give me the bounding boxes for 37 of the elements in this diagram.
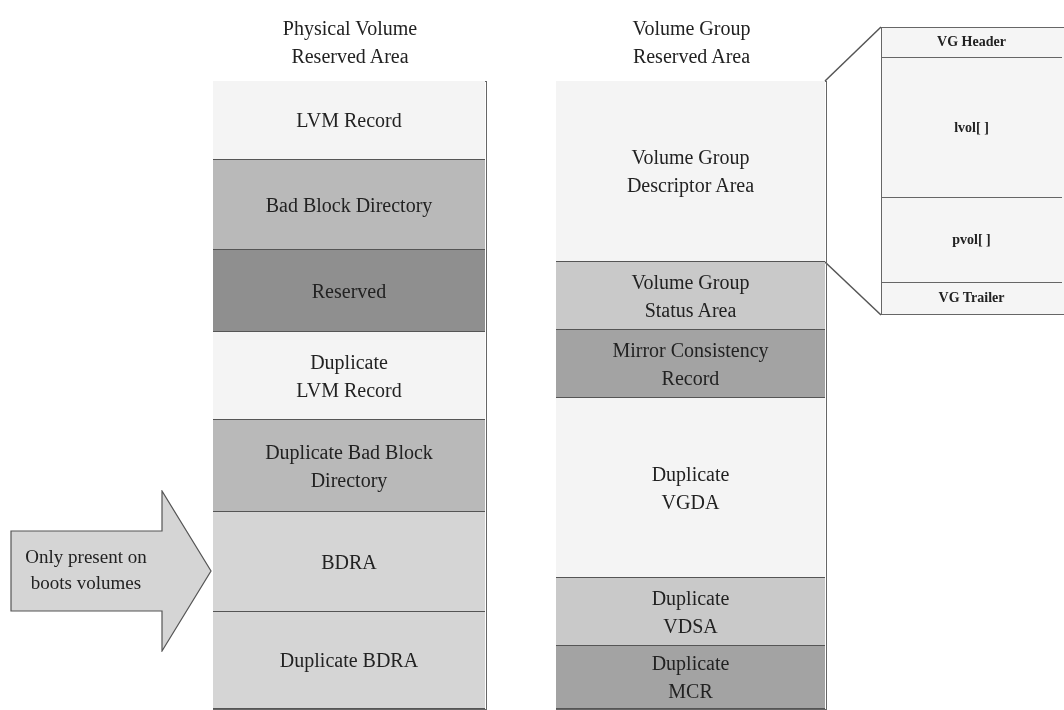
segment-label: Mirror Consistency Record <box>611 337 770 391</box>
area-segment <box>213 512 485 612</box>
area-segment <box>213 81 485 160</box>
segment-label: Duplicate LVM Record <box>295 349 403 403</box>
block-arrow <box>10 490 212 652</box>
area-segment <box>556 578 825 646</box>
arrow-label: Only present on boots volumes <box>24 545 148 595</box>
area-segment <box>213 612 485 709</box>
detail-box <box>881 27 1064 315</box>
segment-label: LVM Record <box>296 108 402 133</box>
area-segment <box>213 420 485 512</box>
area-segment <box>556 330 825 398</box>
segment-label: Duplicate VGDA <box>650 461 731 515</box>
area-segment <box>213 160 485 250</box>
area-segment <box>556 646 825 709</box>
segment-label: Bad Block Directory <box>265 192 433 219</box>
segment-label: Duplicate Bad Block Directory <box>264 439 434 494</box>
zoom-line <box>824 261 882 316</box>
row-label: VG Trailer <box>938 290 1005 306</box>
segment-label: Volume Group Status Area <box>630 269 751 323</box>
area-segment <box>213 250 485 332</box>
area-segment <box>556 262 825 330</box>
segment-label: BDRA <box>321 549 377 575</box>
segment-label: Duplicate VDSA <box>650 585 731 639</box>
column-heading: Volume Group Reserved Area <box>631 16 752 69</box>
area-segment <box>213 332 485 420</box>
row-label: pvol[ ] <box>952 232 991 248</box>
area-segment <box>556 398 825 578</box>
segment-label: Volume Group Descriptor Area <box>625 145 756 199</box>
segment-label: Duplicate MCR <box>650 651 731 704</box>
segment-label: Duplicate BDRA <box>279 648 419 674</box>
segment-label: Reserved <box>311 278 387 304</box>
area-segment <box>556 81 825 262</box>
row-label: VG Header <box>937 34 1006 50</box>
row-label: lvol[ ] <box>954 119 989 136</box>
zoom-line <box>824 26 882 82</box>
column-heading: Physical Volume Reserved Area <box>281 16 419 69</box>
